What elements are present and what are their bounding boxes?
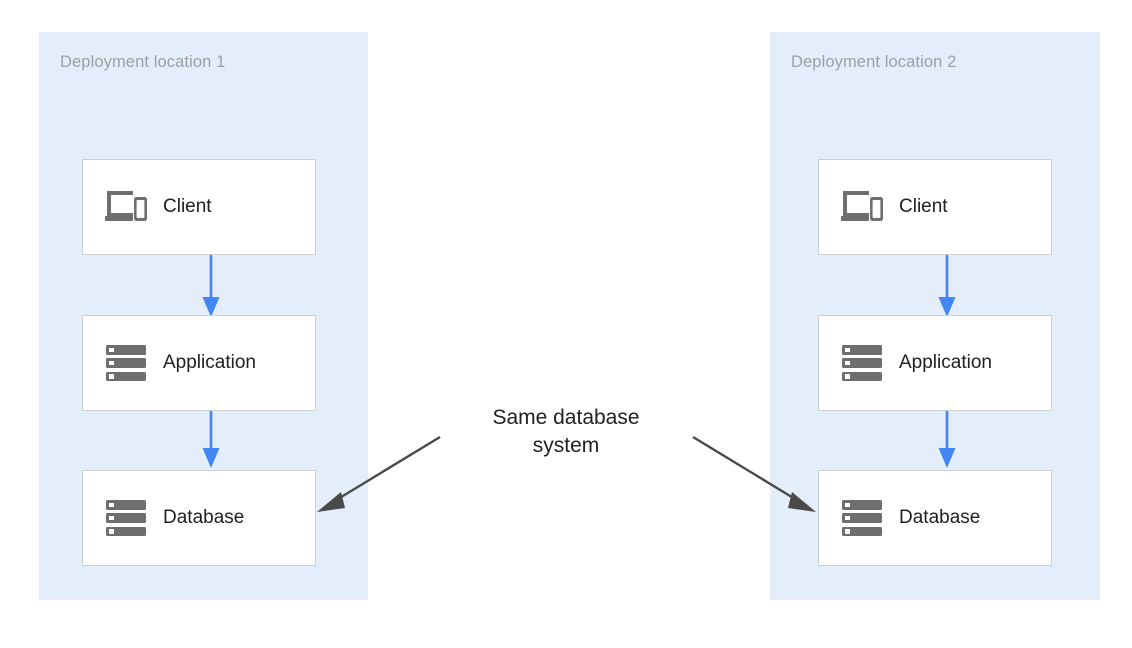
node-application-2[interactable]: Application <box>818 315 1052 411</box>
server-bar <box>842 526 882 536</box>
connector-client-2-to-application-2 <box>935 255 959 319</box>
annotation-line-2: system <box>532 434 600 457</box>
node-client-1[interactable]: Client <box>82 159 316 255</box>
node-database-1[interactable]: Database <box>82 470 316 566</box>
node-client-1-label: Client <box>163 196 212 217</box>
deployment-location-2-panel: Deployment location 2 Client <box>770 32 1100 600</box>
server-icon <box>103 343 149 383</box>
server-bar <box>842 345 882 355</box>
server-bar <box>842 358 882 368</box>
connector-application-2-to-database-2 <box>935 411 959 475</box>
server-bar <box>106 526 146 536</box>
server-bar <box>106 500 146 510</box>
server-icon <box>839 498 885 538</box>
deployment-location-2-label: Deployment location 2 <box>791 53 957 71</box>
server-icon <box>103 498 149 538</box>
server-bar <box>106 513 146 523</box>
server-bar <box>842 500 882 510</box>
node-database-1-label: Database <box>163 507 245 528</box>
server-bar <box>842 371 882 381</box>
node-database-2[interactable]: Database <box>818 470 1052 566</box>
devices-icon <box>839 187 885 227</box>
node-database-2-label: Database <box>899 507 981 528</box>
deployment-location-1-label: Deployment location 1 <box>60 53 226 71</box>
deployment-location-1-panel: Deployment location 1 Client <box>39 32 368 600</box>
connector-application-1-to-database-1 <box>199 411 223 475</box>
node-application-1[interactable]: Application <box>82 315 316 411</box>
annotation-label: Same database system <box>443 404 689 460</box>
node-application-1-label: Application <box>163 352 256 373</box>
devices-icon <box>103 187 149 227</box>
server-bar <box>106 345 146 355</box>
server-bar <box>842 513 882 523</box>
node-application-2-label: Application <box>899 352 992 373</box>
annotation-line-1: Same database <box>492 406 640 429</box>
server-bar <box>106 358 146 368</box>
connector-client-1-to-application-1 <box>199 255 223 319</box>
server-bar <box>106 371 146 381</box>
node-client-2-label: Client <box>899 196 948 217</box>
node-client-2[interactable]: Client <box>818 159 1052 255</box>
server-icon <box>839 343 885 383</box>
